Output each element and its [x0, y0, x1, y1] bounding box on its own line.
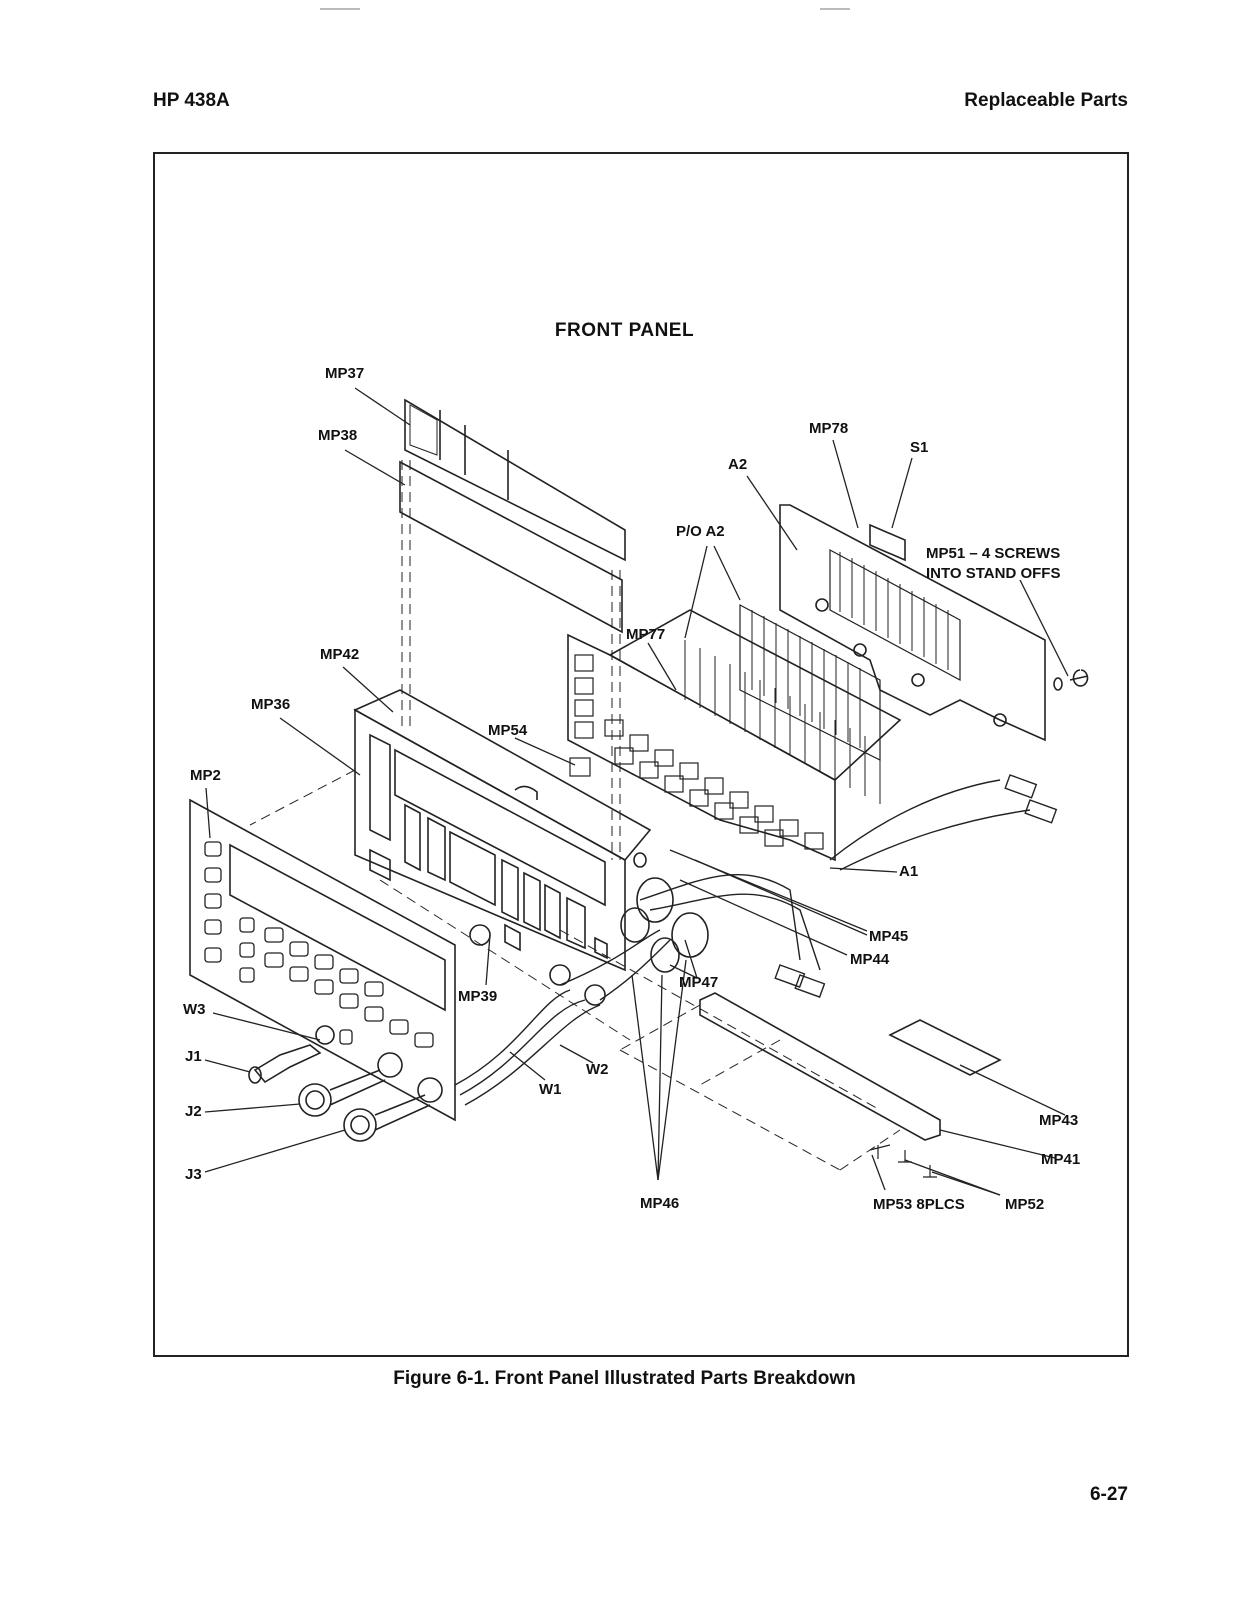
- label-mp54: MP54: [488, 723, 527, 739]
- figure-caption: Figure 6-1. Front Panel Illustrated Part…: [0, 1368, 1249, 1390]
- cable-bundle: [455, 775, 1056, 1105]
- connector-j2: [299, 1070, 385, 1116]
- label-mp47: MP47: [679, 975, 718, 991]
- label-j1: J1: [185, 1049, 202, 1065]
- label-mp43: MP43: [1039, 1113, 1078, 1129]
- label-mp44: MP44: [850, 952, 889, 968]
- label-po-a2: P/O A2: [676, 524, 725, 540]
- label-mp42: MP42: [320, 647, 359, 663]
- label-mp52: MP52: [1005, 1197, 1044, 1213]
- label-mp53: MP53 8PLCS: [873, 1197, 965, 1213]
- connector-j1: [249, 1045, 320, 1083]
- filter-mp38: [400, 462, 622, 632]
- label-mp51-line1: MP51 – 4 SCREWS: [926, 546, 1060, 562]
- page-number: 6-27: [1090, 1484, 1128, 1506]
- label-a2: A2: [728, 457, 747, 473]
- label-j3: J3: [185, 1167, 202, 1183]
- window-mp37: [405, 400, 625, 560]
- rail-mp41: [700, 993, 940, 1140]
- label-mp36: MP36: [251, 697, 290, 713]
- bracket-mp43: [890, 1020, 1000, 1075]
- label-w2: W2: [586, 1062, 609, 1078]
- label-mp39: MP39: [458, 989, 497, 1005]
- label-w1: W1: [539, 1082, 562, 1098]
- label-mp77: MP77: [626, 627, 665, 643]
- label-mp51-line2: INTO STAND OFFS: [926, 566, 1060, 582]
- label-mp38: MP38: [318, 428, 357, 444]
- grommets: [621, 853, 708, 972]
- label-mp37: MP37: [325, 366, 364, 382]
- front-panel-mp2: [190, 800, 605, 1120]
- label-w3: W3: [183, 1002, 206, 1018]
- label-mp78: MP78: [809, 421, 848, 437]
- connector-j3: [344, 1095, 430, 1141]
- label-mp41: MP41: [1041, 1152, 1080, 1168]
- label-a1: A1: [899, 864, 918, 880]
- label-mp2: MP2: [190, 768, 221, 784]
- board-a1: [568, 610, 900, 860]
- label-j2: J2: [185, 1104, 202, 1120]
- label-mp45: MP45: [869, 929, 908, 945]
- label-s1: S1: [910, 440, 928, 456]
- label-mp46: MP46: [640, 1196, 679, 1212]
